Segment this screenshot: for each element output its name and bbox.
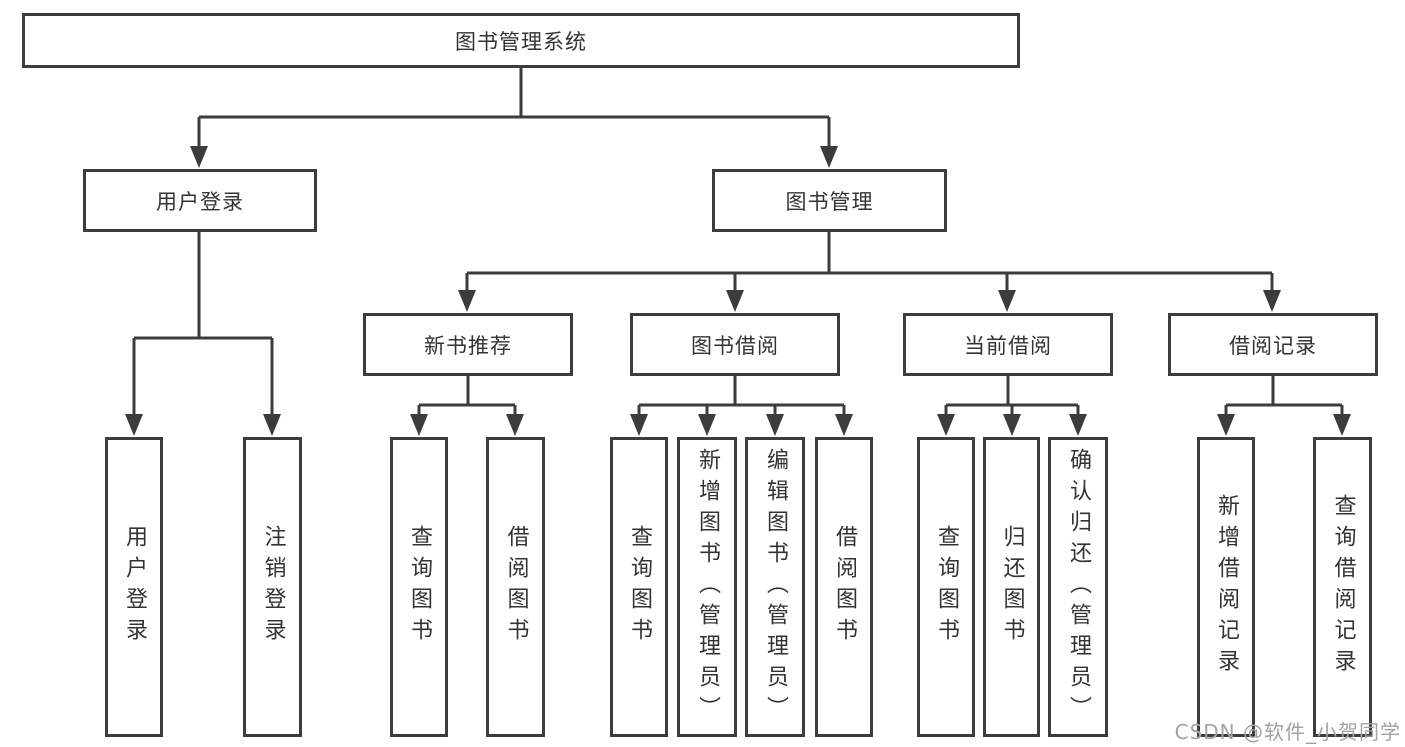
leaf-confirm-return-admin: 确认归还（管理员）: [1048, 437, 1108, 737]
leaf-borrow-books-recommend: 借阅图书: [486, 437, 545, 737]
leaf-borrow-books-borrowing: 借阅图书: [815, 437, 873, 737]
csdn-watermark: CSDN @软件_小贺同学: [1174, 720, 1401, 744]
leaf-user-login: 用户登录: [105, 437, 163, 737]
leaf-query-books-recommend: 查询图书: [390, 437, 448, 737]
leaf-query-books-current: 查询图书: [917, 437, 975, 737]
leaf-add-borrow-record: 新增借阅记录: [1197, 437, 1255, 737]
node-user-login: 用户登录: [83, 169, 317, 232]
leaf-query-borrow-record: 查询借阅记录: [1313, 437, 1372, 737]
leaf-logout: 注销登录: [243, 437, 302, 737]
node-borrowing-records: 借阅记录: [1168, 313, 1378, 376]
leaf-add-book-admin: 新增图书（管理员）: [677, 437, 737, 737]
node-new-book-recommend: 新书推荐: [363, 313, 573, 376]
leaf-query-books-borrowing: 查询图书: [610, 437, 668, 737]
leaf-edit-book-admin: 编辑图书（管理员）: [745, 437, 805, 737]
node-current-borrowing: 当前借阅: [903, 313, 1113, 376]
node-book-management-system: 图书管理系统: [22, 13, 1020, 68]
leaf-return-book: 归还图书: [983, 437, 1040, 737]
node-book-borrowing: 图书借阅: [630, 313, 840, 376]
node-book-management: 图书管理: [712, 169, 947, 232]
